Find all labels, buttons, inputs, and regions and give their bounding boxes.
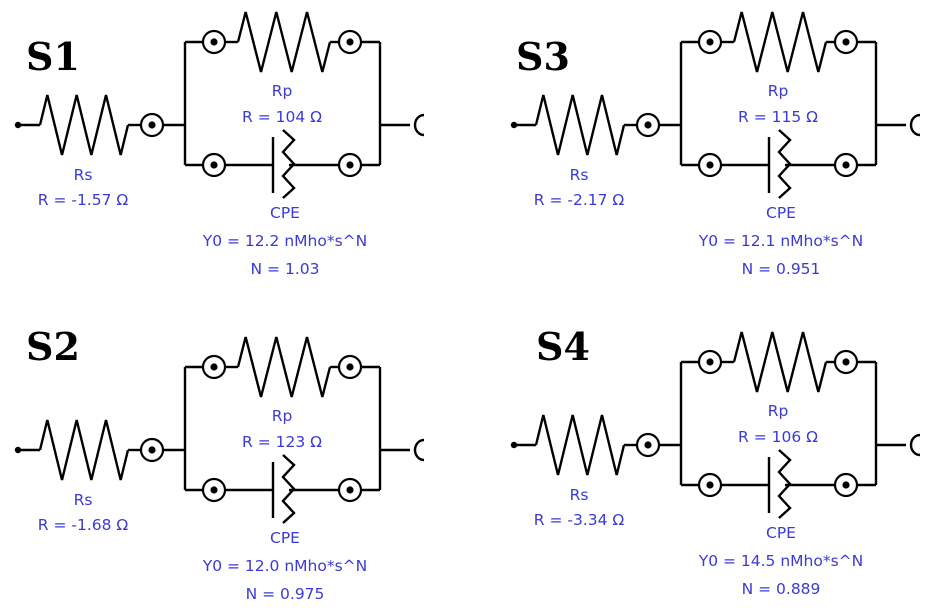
circuit-title: S2 [26,324,80,369]
cpe-n-label: N = 0.889 [742,580,821,598]
rs-resistor [18,94,141,156]
rp-value-label: R = 104 Ω [242,108,322,126]
rs-name-label: Rs [570,166,589,184]
node [201,354,227,380]
cpe-name-label: CPE [766,204,796,222]
node [139,437,165,463]
node [697,29,723,55]
cpe-element [185,129,380,199]
cpe-element [681,129,876,199]
rp-resistor [185,11,380,73]
node [697,472,723,498]
cpe-n-label: N = 1.03 [251,260,320,278]
circuit-title: S1 [26,34,80,79]
rs-resistor [514,414,637,476]
rp-resistor [681,331,876,393]
node [201,29,227,55]
cpe-name-label: CPE [270,204,300,222]
cpe-name-label: CPE [270,529,300,547]
rp-value-label: R = 106 Ω [738,428,818,446]
cpe-y0-label: Y0 = 12.2 nMho*s^N [202,232,368,250]
rp-name-label: Rp [768,402,789,420]
circuit-title: S4 [536,324,590,369]
node [833,349,859,375]
node [635,432,661,458]
cpe-element [185,454,380,524]
node [833,472,859,498]
output-terminal [876,113,921,137]
cpe-y0-label: Y0 = 12.1 nMho*s^N [698,232,864,250]
node [635,112,661,138]
cpe-y0-label: Y0 = 14.5 nMho*s^N [698,552,864,570]
rp-name-label: Rp [768,82,789,100]
rp-resistor [681,11,876,73]
output-terminal [876,433,921,457]
rp-value-label: R = 123 Ω [242,433,322,451]
node [337,29,363,55]
node [337,152,363,178]
node [201,477,227,503]
rs-value-label: R = -1.57 Ω [38,191,129,209]
rp-resistor [185,336,380,398]
rs-resistor [18,419,141,481]
node [697,349,723,375]
cpe-y0-label: Y0 = 12.0 nMho*s^N [202,557,368,575]
rs-name-label: Rs [74,166,93,184]
rs-name-label: Rs [570,486,589,504]
node [833,152,859,178]
cpe-n-label: N = 0.975 [246,585,325,603]
rp-value-label: R = 115 Ω [738,108,818,126]
output-terminal [380,113,425,137]
rp-name-label: Rp [272,407,293,425]
rp-name-label: Rp [272,82,293,100]
output-terminal [380,438,425,462]
rs-name-label: Rs [74,491,93,509]
rs-resistor [514,94,637,156]
rs-value-label: R = -2.17 Ω [534,191,625,209]
rs-value-label: R = -3.34 Ω [534,511,625,529]
node [337,477,363,503]
cpe-element [681,449,876,519]
node [697,152,723,178]
node [833,29,859,55]
node [139,112,165,138]
rs-value-label: R = -1.68 Ω [38,516,129,534]
cpe-n-label: N = 0.951 [742,260,821,278]
node [337,354,363,380]
cpe-name-label: CPE [766,524,796,542]
circuit-title: S3 [516,34,570,79]
node [201,152,227,178]
